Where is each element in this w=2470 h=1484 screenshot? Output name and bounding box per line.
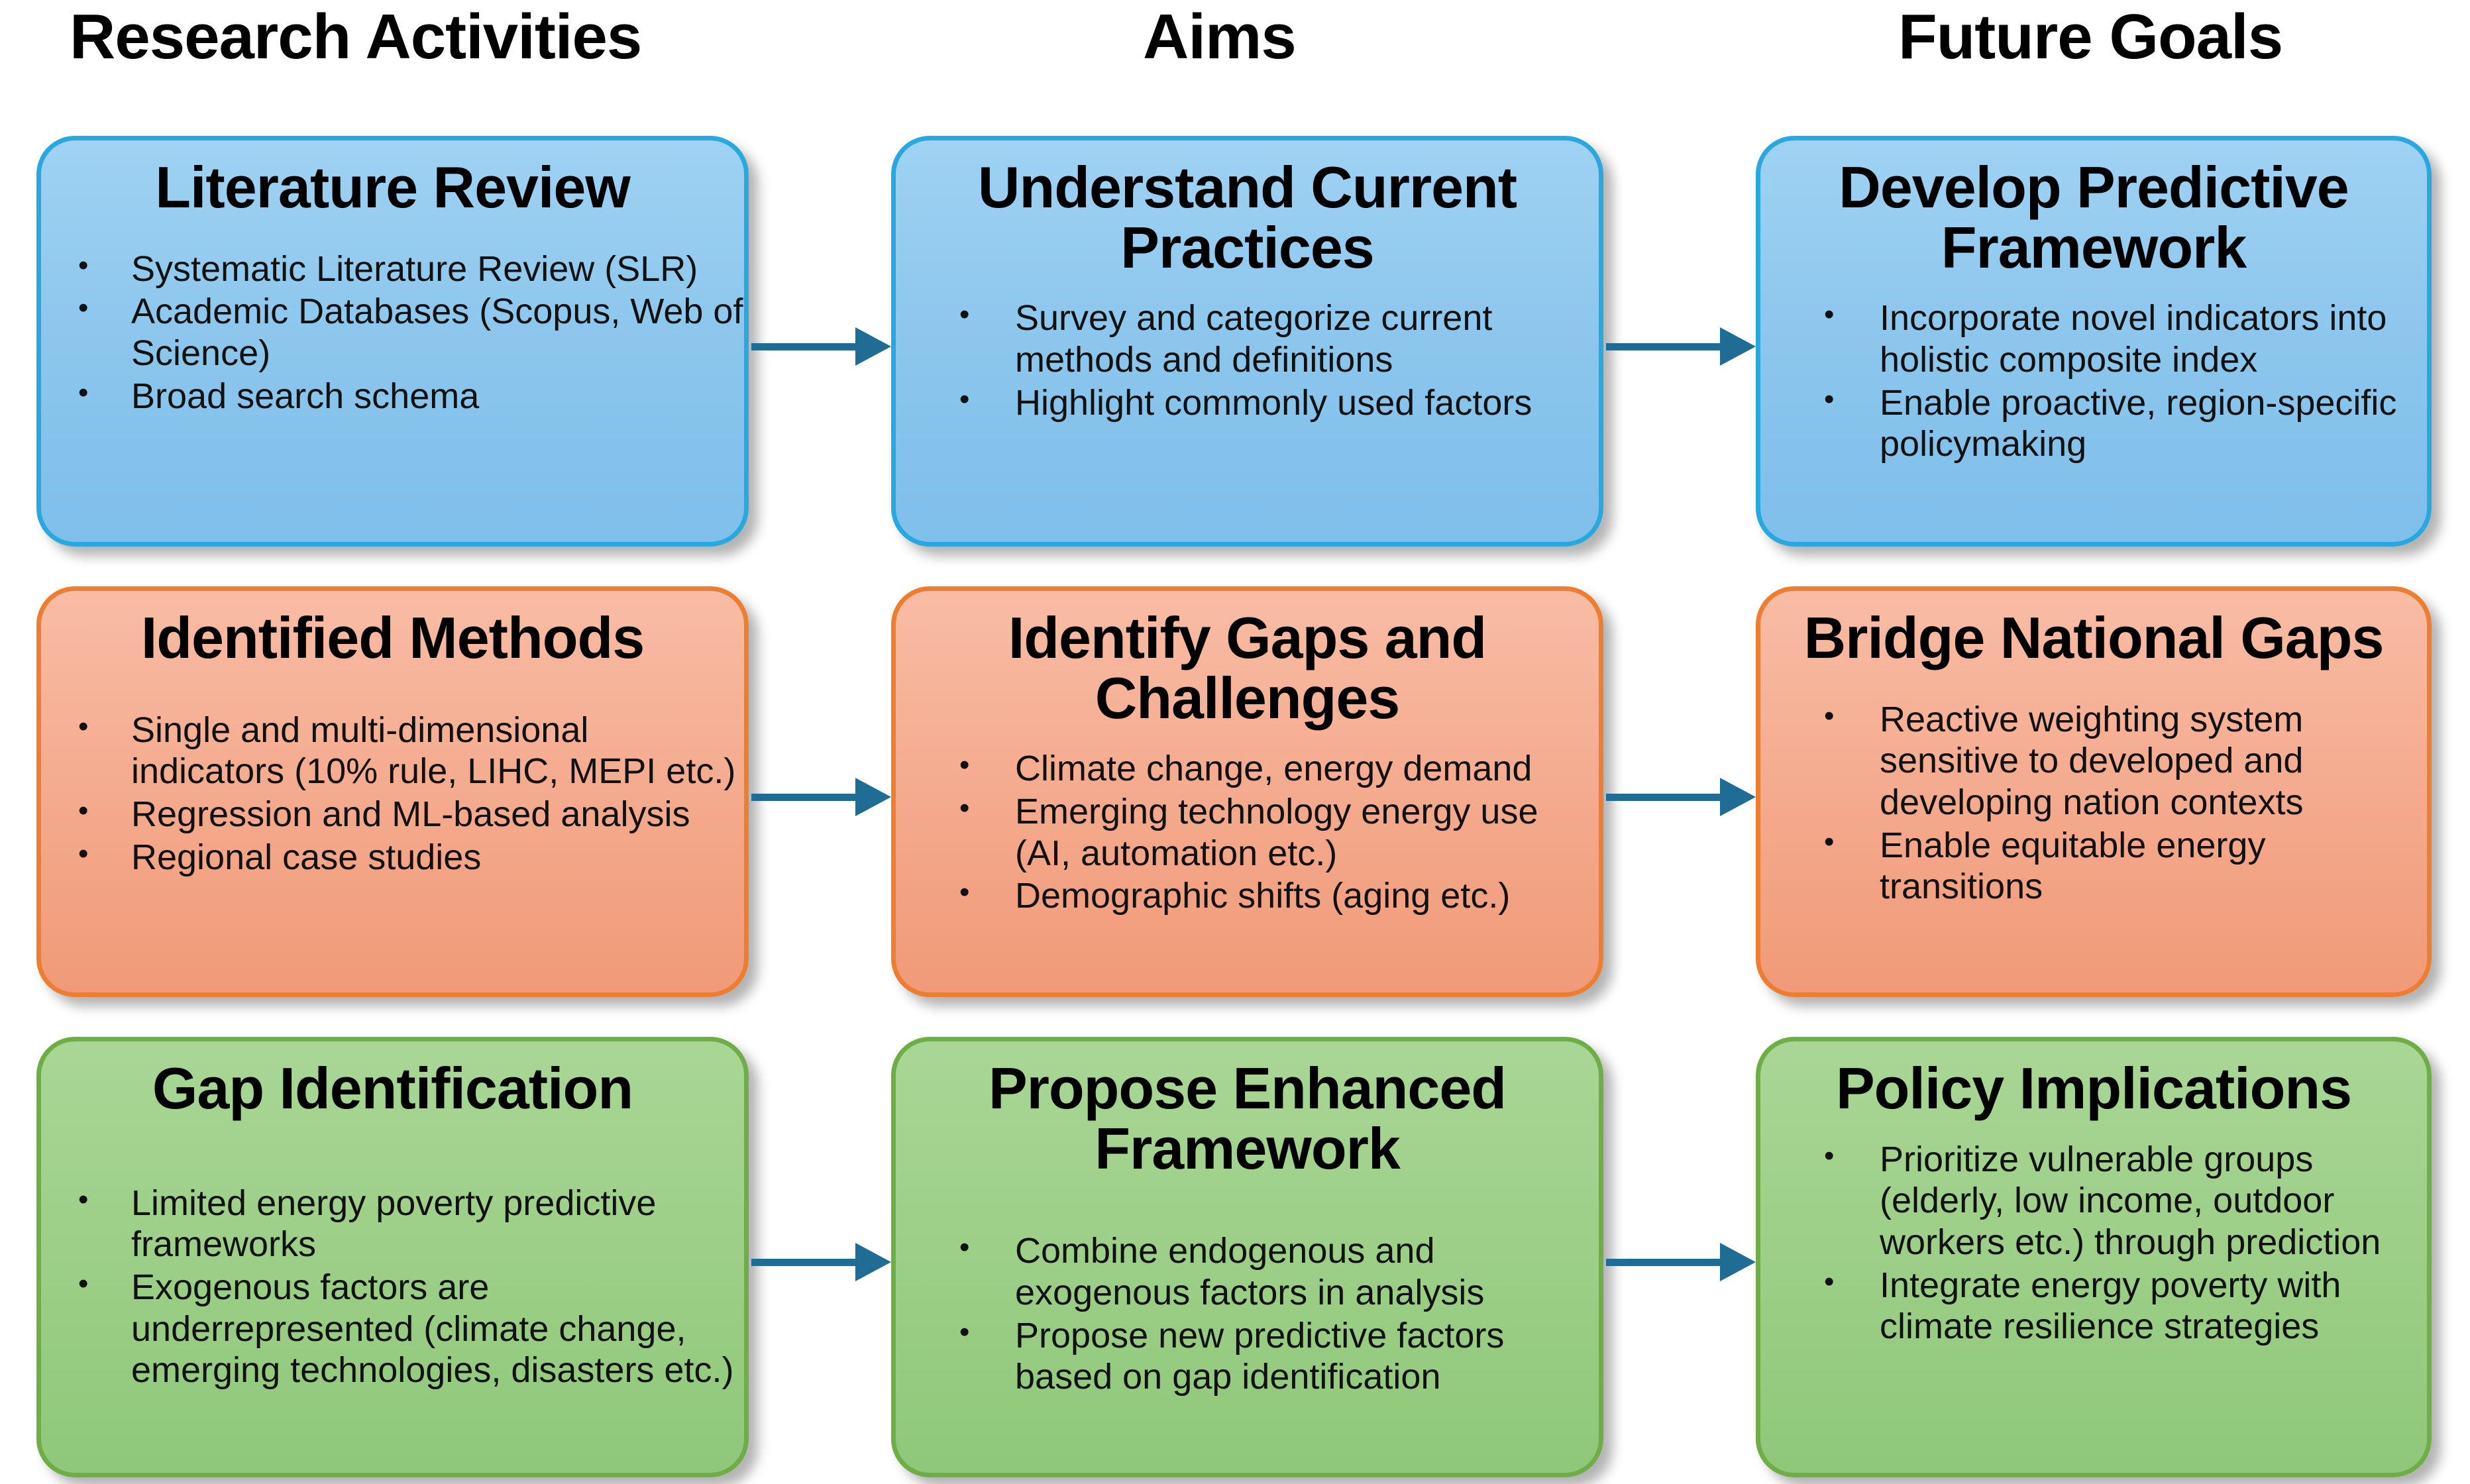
arrow-shaft xyxy=(1606,1259,1722,1266)
box-bullet-list: Incorporate novel indicators into holist… xyxy=(1760,296,2427,465)
box-bullet-list: Climate change, energy demand Emerging t… xyxy=(896,747,1599,917)
box-title: Identified Methods xyxy=(140,605,645,670)
arrow-head xyxy=(1720,1243,1756,1281)
box-bullet-list: Combine endogenous and exogenous factors… xyxy=(896,1229,1599,1398)
list-item: Emerging technology energy use (AI, auto… xyxy=(896,790,1599,874)
list-item: Combine endogenous and exogenous factors… xyxy=(896,1229,1599,1313)
box-title: Develop Predictive Framework xyxy=(1839,154,2349,280)
list-item: Regional case studies xyxy=(41,835,744,878)
arrow-shaft xyxy=(751,343,857,350)
box-bullet-list: Prioritize vulnerable groups (elderly, l… xyxy=(1760,1138,2427,1348)
list-item: Enable proactive, region-specific policy… xyxy=(1760,380,2427,465)
list-item: Demographic shifts (aging etc.) xyxy=(896,874,1599,917)
list-item: Highlight commonly used factors xyxy=(896,381,1599,424)
box-policy-implications[interactable]: Policy Implications Prioritize vulnerabl… xyxy=(1756,1037,2432,1477)
list-item: Enable equitable energy transitions xyxy=(1760,823,2427,908)
list-item: Single and multi-dimensional indicators … xyxy=(41,708,744,792)
arrow-shaft xyxy=(1606,343,1722,350)
arrow-head xyxy=(1720,327,1756,366)
box-bridge-national-gaps[interactable]: Bridge National Gaps Reactive weighting … xyxy=(1756,586,2432,997)
box-understand-current-practices[interactable]: Understand Current Practices Survey and … xyxy=(891,136,1603,547)
box-identify-gaps-and-challenges[interactable]: Identify Gaps and Challenges Climate cha… xyxy=(891,586,1603,997)
column-header-future-goals: Future Goals xyxy=(1898,1,2283,72)
list-item: Systematic Literature Review (SLR) xyxy=(41,247,744,290)
column-header-aims: Aims xyxy=(1143,1,1297,72)
box-bullet-list: Single and multi-dimensional indicators … xyxy=(41,708,744,878)
list-item: Survey and categorize current methods an… xyxy=(896,296,1599,380)
box-literature-review[interactable]: Literature Review Systematic Literature … xyxy=(36,136,749,547)
arrow-shaft xyxy=(1606,794,1722,801)
box-title: Identify Gaps and Challenges xyxy=(1008,605,1487,731)
list-item: Regression and ML-based analysis xyxy=(41,792,744,835)
arrow-shaft xyxy=(751,1259,857,1266)
arrow-head xyxy=(1720,778,1756,816)
box-bullet-list: Reactive weighting system sensitive to d… xyxy=(1760,698,2427,908)
box-bullet-list: Limited energy poverty predictive framew… xyxy=(41,1181,744,1391)
list-item: Propose new predictive factors based on … xyxy=(896,1313,1599,1398)
box-title: Literature Review xyxy=(155,154,631,220)
box-propose-enhanced-framework[interactable]: Propose Enhanced Framework Combine endog… xyxy=(891,1037,1603,1477)
list-item: Prioritize vulnerable groups (elderly, l… xyxy=(1760,1138,2427,1263)
arrow-shaft xyxy=(751,794,857,801)
box-bullet-list: Survey and categorize current methods an… xyxy=(896,296,1599,424)
list-item: Incorporate novel indicators into holist… xyxy=(1760,296,2427,380)
list-item: Academic Databases (Scopus, Web of Scien… xyxy=(41,290,744,374)
list-item: Exogenous factors are underrepresented (… xyxy=(41,1265,744,1391)
box-bullet-list: Systematic Literature Review (SLR) Acade… xyxy=(41,247,744,417)
arrow-head xyxy=(855,778,891,816)
box-title: Gap Identification xyxy=(152,1055,633,1121)
list-item: Reactive weighting system sensitive to d… xyxy=(1760,698,2427,823)
box-gap-identification[interactable]: Gap Identification Limited energy povert… xyxy=(36,1037,749,1477)
arrow-head xyxy=(855,1243,891,1281)
box-title: Understand Current Practices xyxy=(977,154,1517,280)
arrow-head xyxy=(855,327,891,366)
list-item: Limited energy poverty predictive framew… xyxy=(41,1181,744,1265)
box-title: Propose Enhanced Framework xyxy=(988,1055,1507,1181)
box-develop-predictive-framework[interactable]: Develop Predictive Framework Incorporate… xyxy=(1756,136,2432,547)
list-item: Broad search schema xyxy=(41,374,744,417)
list-item: Climate change, energy demand xyxy=(896,747,1599,790)
list-item: Integrate energy poverty with climate re… xyxy=(1760,1263,2427,1348)
box-title: Policy Implications xyxy=(1835,1055,2352,1121)
column-header-research-activities: Research Activities xyxy=(70,1,642,72)
box-title: Bridge National Gaps xyxy=(1803,605,2385,670)
box-identified-methods[interactable]: Identified Methods Single and multi-dime… xyxy=(36,586,749,997)
